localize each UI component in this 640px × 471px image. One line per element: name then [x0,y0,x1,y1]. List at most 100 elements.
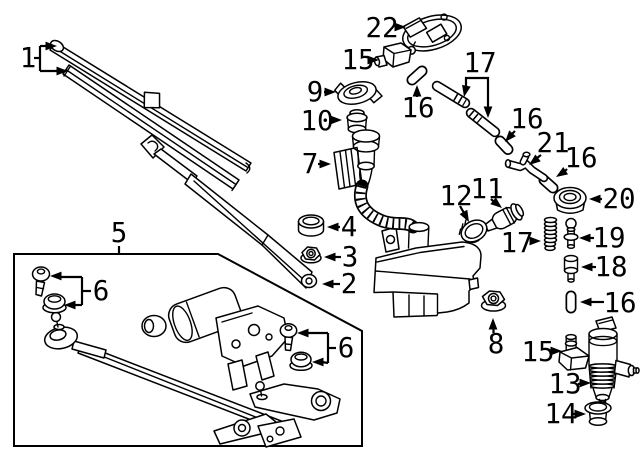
part-number-14[interactable]: 14 [544,398,577,430]
callout-5[interactable]: 5 [111,217,128,255]
callout-8[interactable]: 8 [488,318,505,360]
callout-2[interactable]: 2 [322,268,357,300]
callout-9[interactable]: 9 [307,76,336,108]
washer-hose-b [465,107,501,138]
part-number-17-mid[interactable]: 17 [500,227,533,259]
part-number-1[interactable]: 1 [20,42,37,74]
callout-7[interactable]: 7 [302,148,331,180]
callout-6-left[interactable]: 6 [50,271,110,310]
callout-6-right[interactable]: 6 [297,328,355,367]
part-number-17-top[interactable]: 17 [463,47,496,79]
callout-10[interactable]: 10 [300,105,342,137]
arrowhead-icon [330,115,342,125]
callout-20[interactable]: 20 [589,183,636,215]
part-number-13[interactable]: 13 [548,368,581,400]
part-number-4[interactable]: 4 [341,211,358,243]
part-number-16-mid[interactable]: 16 [510,103,543,135]
arrowhead-icon [529,154,541,165]
arrowhead-icon [64,300,76,310]
part-number-5[interactable]: 5 [111,217,128,249]
part-number-18[interactable]: 18 [594,251,627,283]
arrowhead-icon [581,262,593,272]
part-number-9[interactable]: 9 [307,76,324,108]
arrowhead-icon [412,85,422,97]
part-number-15-bottom[interactable]: 15 [521,336,554,368]
part-number-3[interactable]: 3 [342,241,359,273]
arrowhead-icon [490,197,502,208]
callout-15-top[interactable]: 15 [341,44,379,76]
wiper-arm [140,134,318,289]
grommet-20 [553,186,587,214]
callout-1[interactable]: 1 [20,41,68,76]
part-number-16-bottom[interactable]: 16 [603,287,636,319]
arrowhead-icon [529,236,541,246]
part-number-6-right[interactable]: 6 [338,332,355,364]
callout-21[interactable]: 21 [526,127,570,168]
callout-14[interactable]: 14 [544,398,586,430]
wiper-blade-a [49,39,252,174]
arrowhead-icon [45,41,57,51]
pump-seal-ring [458,219,488,244]
filler-hose [353,179,420,234]
part-number-20[interactable]: 20 [602,183,635,215]
valve-18 [563,254,579,283]
callout-13[interactable]: 13 [548,368,591,400]
washer-reservoir [373,241,482,318]
callout-18[interactable]: 18 [581,251,628,283]
hose-connector [504,151,549,183]
part-number-11[interactable]: 11 [470,173,503,205]
arrowhead-icon [579,233,591,243]
callout-15-bottom[interactable]: 15 [521,336,562,368]
arrowhead-icon [324,87,336,97]
callout-16-bottom[interactable]: 16 [580,287,637,319]
part-number-22[interactable]: 22 [365,12,398,44]
arrowhead-icon [50,271,62,281]
arrowhead-icon [556,167,569,177]
part-number-7[interactable]: 7 [302,148,319,180]
part-number-10[interactable]: 10 [300,105,333,137]
part-number-16-top[interactable]: 16 [401,92,434,124]
tube-16-top [406,65,428,86]
right-pivot [249,381,341,421]
part-number-16-right[interactable]: 16 [564,142,597,174]
arrowhead-icon [297,328,309,338]
arrowhead-icon [56,66,68,76]
part-number-15-top[interactable]: 15 [341,44,374,76]
arrowhead-icon [550,346,562,356]
part-number-8[interactable]: 8 [488,328,505,360]
arrowhead-icon [488,318,498,330]
part-number-6-left[interactable]: 6 [93,275,110,307]
part-number-19[interactable]: 19 [592,222,625,254]
arm-nut [300,246,322,264]
linkage-grommet-right [289,351,313,372]
callout-12[interactable]: 12 [439,180,473,224]
arrowhead-icon [579,378,591,388]
callout-17-mid[interactable]: 17 [500,227,541,259]
arrowhead-icon [462,84,471,97]
callout-4[interactable]: 4 [327,211,357,243]
part-number-21[interactable]: 21 [536,127,569,159]
arrowhead-icon [322,279,334,289]
arrowhead-icon [324,252,336,262]
reservoir-inlet-neck [407,221,430,249]
callout-3[interactable]: 3 [324,241,358,273]
callout-17-top[interactable]: 17 [460,47,497,118]
linkage-screw-left [31,266,51,297]
part-number-12[interactable]: 12 [439,180,472,212]
crank-arm [213,413,302,448]
motor-linkage-box [13,253,363,447]
callout-16-top[interactable]: 16 [401,85,435,124]
callout-16-right[interactable]: 16 [554,142,598,181]
reservoir-cap [333,81,383,105]
callout-22[interactable]: 22 [365,12,406,44]
callout-19[interactable]: 19 [579,222,626,254]
arrowhead-icon [574,409,586,419]
part-number-2[interactable]: 2 [341,268,358,300]
filler-neck [333,129,381,190]
linkage-screw-right [279,322,298,352]
rubber-bushing [141,314,167,338]
callout-16-mid[interactable]: 16 [502,103,544,145]
washer-hose-a [431,80,471,109]
callout-11[interactable]: 11 [470,173,504,211]
